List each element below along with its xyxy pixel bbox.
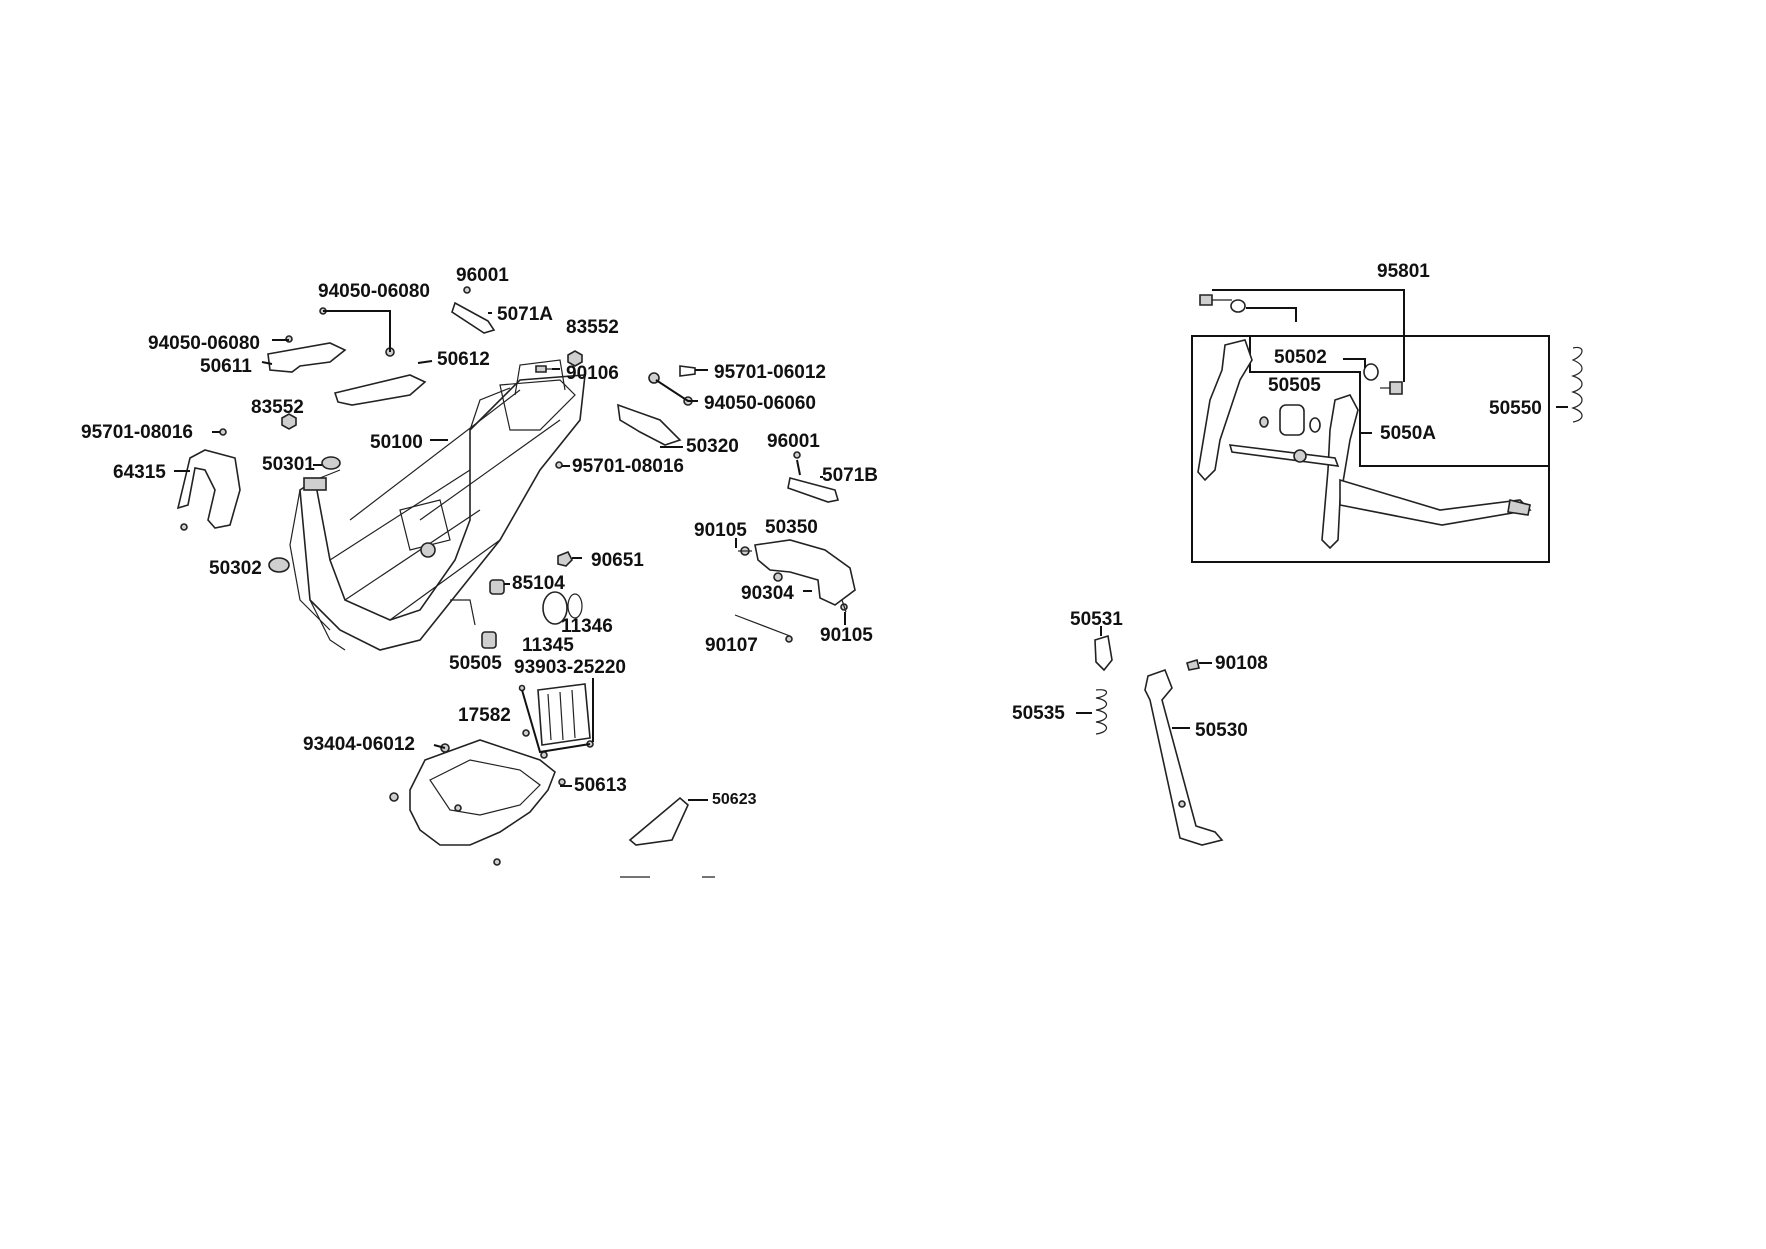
side-stand-50530 bbox=[1144, 668, 1224, 846]
label-90107: 90107 bbox=[705, 635, 758, 656]
main-stand-5050A bbox=[1197, 339, 1532, 550]
rod-90107 bbox=[734, 614, 791, 637]
label-95701-08016-b: 95701-08016 bbox=[572, 456, 684, 477]
panel-50613 bbox=[409, 739, 556, 846]
label-50612: 50612 bbox=[437, 349, 490, 370]
label-96001-b: 96001 bbox=[767, 431, 820, 452]
grommet-50301 bbox=[321, 456, 341, 470]
label-95801: 95801 bbox=[1377, 261, 1430, 282]
label-95701-08016-a: 95701-08016 bbox=[81, 422, 193, 443]
label-83552-b: 83552 bbox=[251, 397, 304, 418]
label-50505-b: 50505 bbox=[1268, 375, 1321, 396]
label-50623: 50623 bbox=[712, 791, 757, 808]
spring-50550 bbox=[1571, 346, 1583, 423]
grommet-50302 bbox=[268, 557, 290, 573]
label-50302: 50302 bbox=[209, 558, 262, 579]
label-50535: 50535 bbox=[1012, 703, 1065, 724]
label-5071B: 5071B bbox=[822, 465, 878, 486]
frame-50100 bbox=[289, 359, 586, 651]
rubber-50505 bbox=[1279, 404, 1305, 436]
bracket-50320 bbox=[617, 403, 682, 446]
label-17582: 17582 bbox=[458, 705, 511, 726]
bolt-95801-b bbox=[1389, 381, 1403, 395]
label-94050-06080-b: 94050-06080 bbox=[148, 333, 260, 354]
label-11346: 11346 bbox=[561, 616, 613, 637]
label-50301: 50301 bbox=[262, 454, 315, 475]
label-50611: 50611 bbox=[200, 356, 252, 377]
label-50320: 50320 bbox=[686, 436, 739, 457]
label-90304: 90304 bbox=[741, 583, 794, 604]
assembly-50350 bbox=[754, 539, 856, 606]
label-64315: 64315 bbox=[113, 462, 166, 483]
label-94050-06060: 94050-06060 bbox=[704, 393, 816, 414]
main-stand-frame-box bbox=[1191, 335, 1550, 563]
part-11345 bbox=[542, 591, 568, 625]
label-50613: 50613 bbox=[574, 775, 627, 796]
label-85104: 85104 bbox=[512, 573, 565, 594]
label-50530: 50530 bbox=[1195, 720, 1248, 741]
label-5050A: 5050A bbox=[1380, 423, 1436, 444]
nut-83552-b bbox=[281, 413, 297, 430]
label-93404-06012: 93404-06012 bbox=[303, 734, 415, 755]
label-96001-a: 96001 bbox=[456, 265, 509, 286]
label-50531: 50531 bbox=[1070, 609, 1123, 630]
part-85104 bbox=[489, 579, 505, 595]
label-83552-a: 83552 bbox=[566, 317, 619, 338]
label-50502: 50502 bbox=[1274, 347, 1327, 368]
label-93903-25220: 93903-25220 bbox=[514, 657, 626, 678]
bracket-5071A bbox=[451, 301, 496, 334]
part-17582 bbox=[537, 683, 591, 746]
leader-lines bbox=[174, 289, 1568, 801]
stay-50531 bbox=[1094, 634, 1113, 672]
bracket-50611 bbox=[267, 342, 347, 373]
label-94050-06080-a: 94050-06080 bbox=[318, 281, 430, 302]
bracket-5071B bbox=[787, 477, 840, 503]
label-90108: 90108 bbox=[1215, 653, 1268, 674]
bolt-95801-a bbox=[1199, 294, 1213, 306]
label-90105-a: 90105 bbox=[694, 520, 747, 541]
label-95701-06012: 95701-06012 bbox=[714, 362, 826, 383]
part-64315 bbox=[176, 449, 241, 529]
spring-50535 bbox=[1095, 689, 1108, 735]
label-50550: 50550 bbox=[1489, 398, 1542, 419]
label-50350: 50350 bbox=[765, 517, 818, 538]
label-11345: 11345 bbox=[522, 635, 574, 656]
label-90105-b: 90105 bbox=[820, 625, 873, 646]
panel-50623 bbox=[628, 796, 689, 846]
label-90106: 90106 bbox=[566, 363, 619, 384]
label-90651: 90651 bbox=[591, 550, 644, 571]
label-50100: 50100 bbox=[370, 432, 423, 453]
nut-83552-a bbox=[567, 350, 583, 367]
bracket-50612 bbox=[333, 374, 427, 406]
label-5071A: 5071A bbox=[497, 304, 553, 325]
label-50505-a: 50505 bbox=[449, 653, 502, 674]
